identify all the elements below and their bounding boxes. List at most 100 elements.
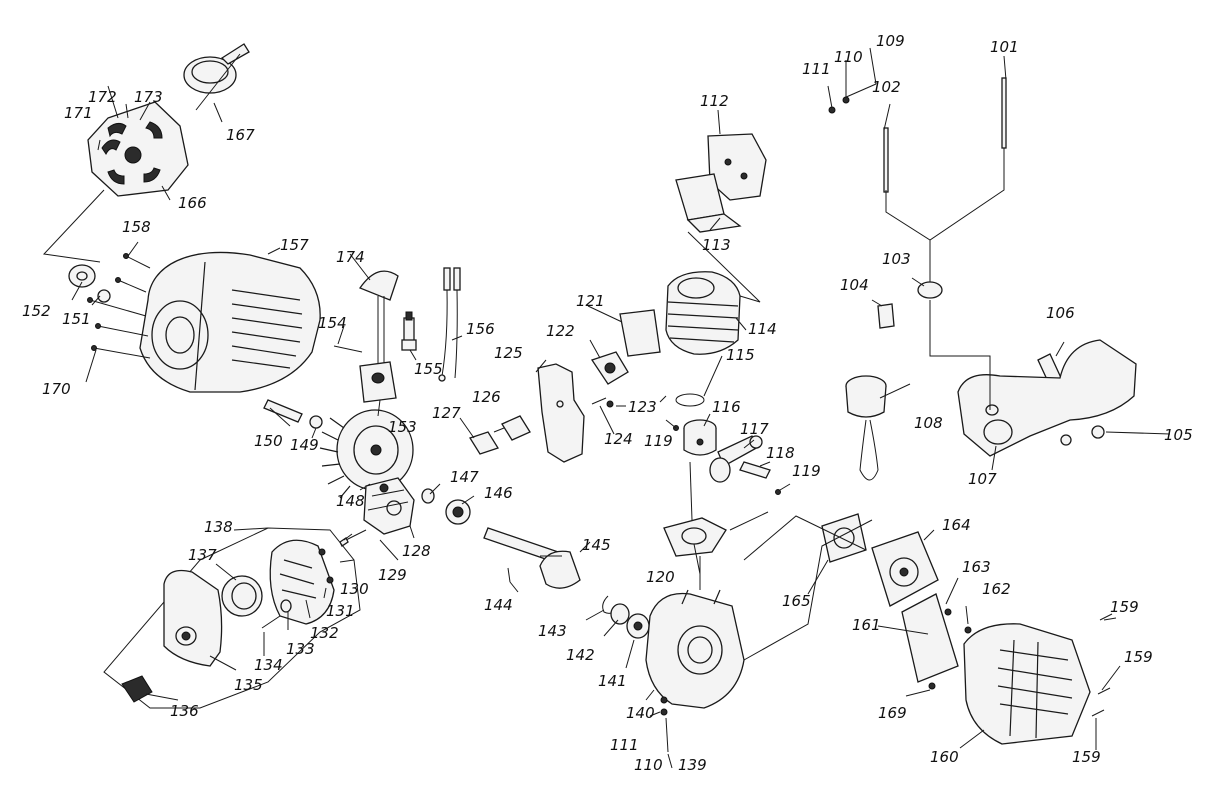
label-125: 125 (494, 344, 523, 362)
part-105-grommet (1091, 425, 1105, 439)
part-162-bolt (964, 626, 972, 634)
part-101-fuel-line (1001, 77, 1007, 149)
part-110-lockwasher-b (660, 708, 668, 716)
label-146: 146 (484, 484, 513, 502)
label-102: 102 (872, 78, 901, 96)
label-135: 135 (234, 676, 263, 694)
label-127: 127 (432, 404, 461, 422)
part-136-knob (121, 675, 153, 703)
label-109: 109 (876, 32, 905, 50)
label-107: 107 (968, 470, 997, 488)
part-158-bolt (87, 253, 151, 359)
part-119-clip-b (775, 489, 781, 495)
label-151: 151 (62, 310, 91, 328)
label-134: 134 (254, 656, 283, 674)
label-115: 115 (726, 346, 755, 364)
label-110-bottom: 110 (634, 756, 663, 774)
label-160: 160 (930, 748, 959, 766)
part-116-piston (683, 419, 717, 456)
part-159-bolt-c (1091, 709, 1105, 717)
label-106: 106 (1046, 304, 1075, 322)
leader-lines (42, 47, 1171, 769)
label-156: 156 (466, 320, 495, 338)
part-111-washer-b (660, 696, 668, 704)
label-133: 133 (286, 640, 315, 658)
label-158: 158 (122, 218, 151, 236)
label-157: 157 (280, 236, 309, 254)
part-140-crankcase (645, 589, 745, 709)
part-117-connecting-rod (709, 435, 763, 483)
part-151-washer (97, 289, 111, 303)
label-155: 155 (414, 360, 443, 378)
part-114-cylinder (665, 271, 741, 355)
part-135-air-filter-cover (163, 569, 223, 667)
part-146-bearing-inner (452, 506, 464, 518)
label-112: 112 (700, 92, 729, 110)
part-149-washer (309, 415, 323, 429)
label-124: 124 (604, 430, 633, 448)
label-165: 165 (782, 592, 811, 610)
part-167-clutch-drum (183, 43, 250, 94)
label-126: 126 (472, 388, 501, 406)
part-120-gasket-hole (681, 527, 707, 545)
part-104-fuel-filter (877, 303, 895, 329)
part-121-gasket (619, 309, 661, 357)
label-159-mid: 159 (1124, 648, 1153, 666)
part-127-gasket (469, 431, 499, 455)
label-149: 149 (290, 436, 319, 454)
label-137: 137 (188, 546, 217, 564)
label-120: 120 (646, 568, 675, 586)
part-115-piston-ring (675, 393, 705, 407)
label-104: 104 (840, 276, 869, 294)
label-129: 129 (378, 566, 407, 584)
part-160-fan-cover (963, 623, 1091, 745)
label-121: 121 (576, 292, 605, 310)
label-150: 150 (254, 432, 283, 450)
part-118-piston-pin (739, 461, 771, 479)
part-154-screw (333, 345, 363, 353)
part-133-clip (280, 599, 292, 613)
label-141: 141 (598, 672, 627, 690)
part-139-bolt (665, 717, 669, 753)
part-109-bolt (843, 83, 877, 99)
label-161: 161 (852, 616, 881, 634)
label-114: 114 (748, 320, 777, 338)
label-131: 131 (326, 602, 355, 620)
label-142: 142 (566, 646, 595, 664)
label-130: 130 (340, 580, 369, 598)
label-159-top: 159 (1110, 598, 1139, 616)
part-174-ignition-coil (359, 270, 399, 403)
label-138: 138 (204, 518, 233, 536)
label-162: 162 (982, 580, 1011, 598)
part-131-air-filter-base (269, 539, 335, 625)
label-173: 173 (134, 88, 163, 106)
label-113: 113 (702, 236, 731, 254)
part-124-bolt (591, 397, 607, 405)
label-154: 154 (318, 314, 347, 332)
label-108: 108 (914, 414, 943, 432)
label-147: 147 (450, 468, 479, 486)
label-164: 164 (942, 516, 971, 534)
label-119-left: 119 (644, 432, 673, 450)
part-108-fuel-cap (845, 375, 887, 481)
part-labels: 101 102 103 104 105 106 107 108 109 110 … (22, 32, 1193, 774)
label-118: 118 (766, 444, 795, 462)
part-169-bolt (928, 682, 936, 690)
part-155-spark-plug (401, 311, 417, 351)
part-129-stud (345, 529, 367, 541)
label-136: 136 (170, 702, 199, 720)
label-105: 105 (1164, 426, 1193, 444)
part-141-bearing-inner (633, 621, 643, 631)
label-153: 153 (388, 418, 417, 436)
label-152: 152 (22, 302, 51, 320)
part-163-bolt (944, 608, 952, 616)
part-152-washer-hole (76, 271, 88, 281)
label-116: 116 (712, 398, 741, 416)
part-159-bolt-b (1097, 687, 1111, 695)
part-161-plate (901, 593, 959, 683)
label-143: 143 (538, 622, 567, 640)
part-126-intake-spacer (501, 415, 531, 441)
part-102-fuel-line (883, 127, 889, 193)
label-159-bottom: 159 (1072, 748, 1101, 766)
